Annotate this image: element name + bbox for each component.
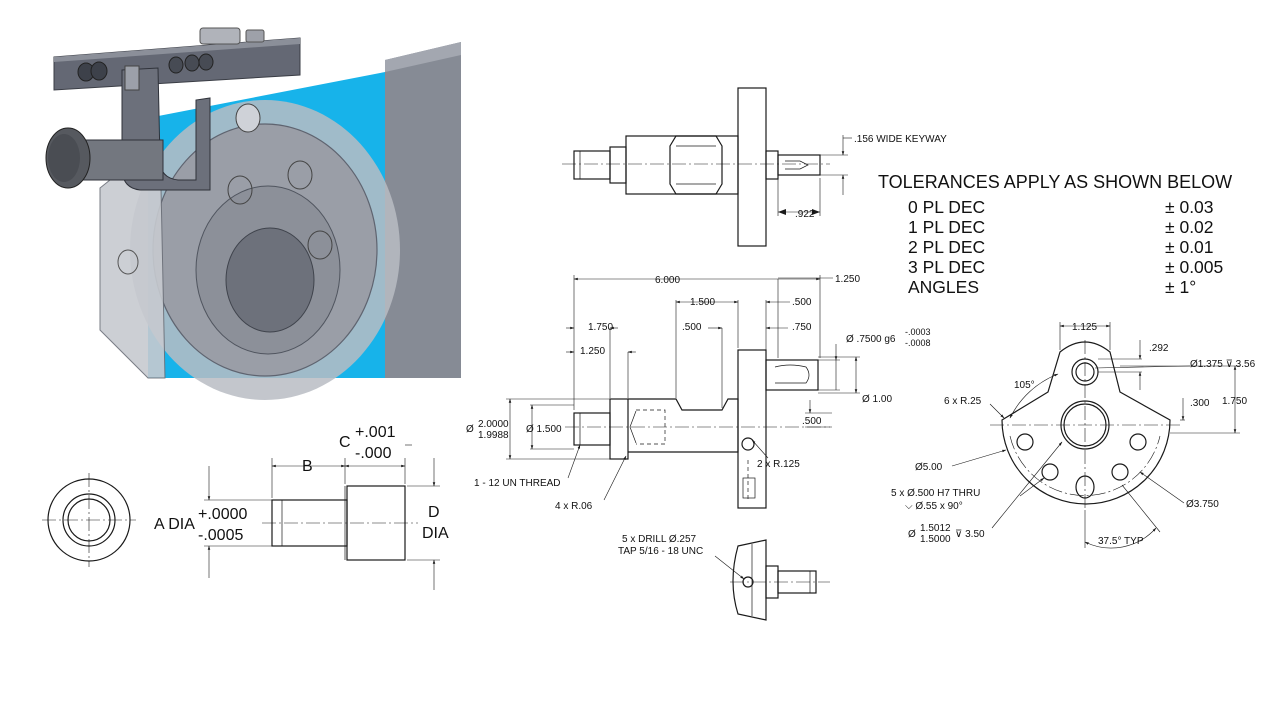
render-clamp-bar xyxy=(53,27,301,91)
bore-depth: ⊽ 3.50 xyxy=(955,529,985,540)
tolerance-label-2: 2 PL DEC xyxy=(908,237,985,257)
drill-detail-view: 5 x DRILL Ø.257 TAP 5/16 - 18 UNC xyxy=(618,534,830,621)
dim-300: .300 xyxy=(1190,398,1210,409)
bore-lower: 1.5000 xyxy=(920,534,951,545)
dim-overall-length: 6.000 xyxy=(655,275,680,286)
label-b: B xyxy=(302,458,313,475)
shaft-view: 6.000 1.250 1.500 .500 1.750 .500 .750 1… xyxy=(466,274,931,512)
label-d: D xyxy=(428,504,440,521)
tolerance-label-4: ANGLES xyxy=(908,277,979,297)
dim-thread-note: 1 - 12 UN THREAD xyxy=(474,478,561,489)
label-c: C xyxy=(339,434,351,451)
dim-1750: 1.750 xyxy=(1222,396,1247,407)
dia-500: Ø5.00 xyxy=(915,462,943,473)
label-c-upper: +.001 xyxy=(355,424,396,441)
dim-1250-left: 1.250 xyxy=(580,346,605,357)
label-d-dia: DIA xyxy=(422,525,449,542)
bore-upper: 1.5012 xyxy=(920,523,951,534)
tolerance-value-1: ± 0.02 xyxy=(1165,217,1214,237)
render-knob xyxy=(45,127,164,189)
dim-1250-right: 1.250 xyxy=(835,274,860,285)
tap-note: TAP 5/16 - 18 UNC xyxy=(618,546,703,557)
dim-fit-dia-lower: -.0008 xyxy=(905,338,931,348)
tolerance-value-4: ± 1° xyxy=(1165,277,1196,297)
dim-dia-20000: 2.0000 xyxy=(478,419,509,430)
dim-dia-100: Ø 1.00 xyxy=(862,394,892,405)
csink-note: ⌵ Ø.55 x 90° xyxy=(905,501,963,512)
keyway-view: .156 WIDE KEYWAY .922 xyxy=(562,87,947,247)
dim-fit-dia: Ø .7500 g6 xyxy=(846,334,896,345)
dim-500-mid: .500 xyxy=(682,322,702,333)
plate-view: 1.125 .292 Ø1.375 ⊽ 3.56 1.750 .300 105°… xyxy=(891,322,1256,549)
hole-note: Ø1.375 ⊽ 3.56 xyxy=(1190,359,1256,370)
dim-dia-1500: Ø 1.500 xyxy=(526,424,562,435)
label-a-lower: -.0005 xyxy=(198,527,243,544)
dim-500-right: .500 xyxy=(802,416,822,427)
dim-292: .292 xyxy=(1149,343,1169,354)
drill-note: 5 x DRILL Ø.257 xyxy=(622,534,697,545)
dim-dia-symbol-left: Ø xyxy=(466,424,474,435)
dim-fit-dia-upper: -.0003 xyxy=(905,327,931,337)
dim-dia-19988: 1.9988 xyxy=(478,430,509,441)
tolerance-value-2: ± 0.01 xyxy=(1165,237,1214,257)
dim-500-top: .500 xyxy=(792,297,812,308)
tolerance-value-3: ± 0.005 xyxy=(1165,257,1223,277)
render-round-part xyxy=(130,100,400,400)
generic-fit-view: A DIA +.0000 -.0005 B C +.001 -.000 D DI… xyxy=(154,424,449,590)
tolerance-label-0: 0 PL DEC xyxy=(908,197,985,217)
tolerance-block: TOLERANCES APPLY AS SHOWN BELOW 0 PL DEC… xyxy=(878,172,1232,297)
render-3d-assembly xyxy=(45,27,461,400)
angle-typ: 37.5° TYP xyxy=(1098,536,1144,547)
dim-750: .750 xyxy=(792,322,812,333)
dia-3750: Ø3.750 xyxy=(1186,499,1219,510)
keyway-note: .156 WIDE KEYWAY xyxy=(854,134,947,145)
dim-1750: 1.750 xyxy=(588,322,613,333)
bore-dia-symbol: Ø xyxy=(908,529,916,540)
tolerance-label-3: 3 PL DEC xyxy=(908,257,985,277)
hole-5x: 5 x Ø.500 H7 THRU xyxy=(891,488,980,499)
dim-1125: 1.125 xyxy=(1072,322,1097,333)
label-a-dia: A DIA xyxy=(154,516,195,533)
dim-1500: 1.500 xyxy=(690,297,715,308)
keyway-depth-dim: .922 xyxy=(795,209,815,220)
angle-105: 105° xyxy=(1014,380,1035,391)
label-c-lower: -.000 xyxy=(355,445,392,462)
radius-6x: 6 x R.25 xyxy=(944,396,982,407)
dim-radius-2x: 2 x R.125 xyxy=(757,459,800,470)
tolerance-label-1: 1 PL DEC xyxy=(908,217,985,237)
tolerance-title: TOLERANCES APPLY AS SHOWN BELOW xyxy=(878,172,1232,192)
dim-radius-4x: 4 x R.06 xyxy=(555,501,593,512)
tolerance-value-0: ± 0.03 xyxy=(1165,197,1214,217)
label-a-upper: +.0000 xyxy=(198,506,247,523)
end-view xyxy=(42,473,136,567)
